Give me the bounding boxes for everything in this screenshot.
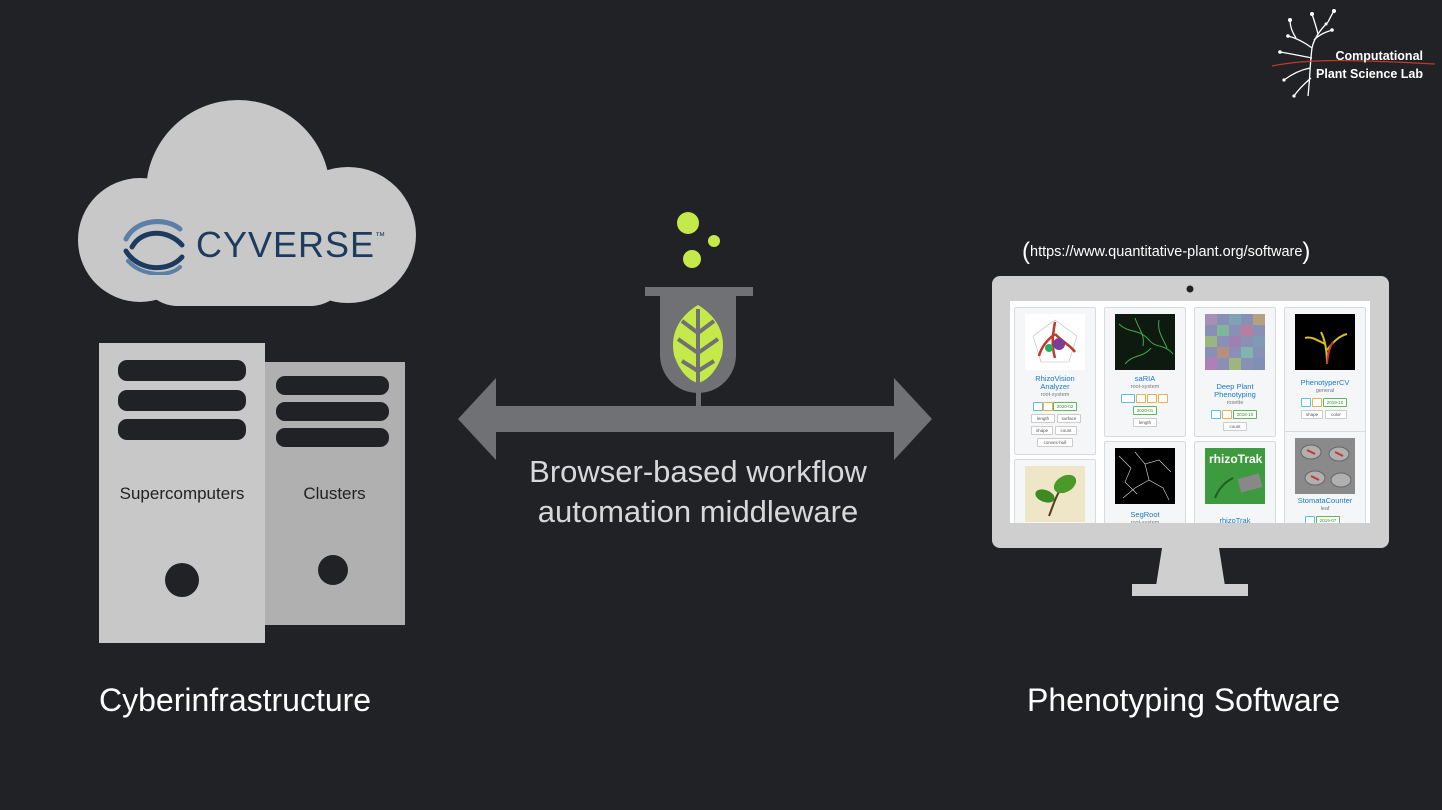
language-chip [1121,394,1135,403]
flask-leaf-icon [645,212,753,410]
double-arrow-icon [458,378,932,460]
power-button-icon [318,555,348,585]
software-card[interactable]: PhenotyperCV general 2019-10 shape color [1284,307,1366,437]
drive-slot [276,376,389,395]
software-card[interactable]: rhizoTrak rhizoTrak [1194,441,1276,523]
rhizotrak-thumbnail [1205,448,1265,504]
software-url-link[interactable]: https://www.quantitative-plant.org/softw… [1030,244,1303,260]
card-category: root-system [1040,392,1070,398]
card-title: saRIA [1134,374,1156,383]
saria-thumbnail [1115,314,1175,370]
drive-slot [118,360,246,381]
supercomputer-server: Supercomputers [99,343,265,643]
card-title: PhenotyperCV [1300,378,1350,387]
software-card[interactable] [1014,459,1096,523]
date-chip: 2019-07 [1316,516,1340,523]
license-chip [1147,394,1157,403]
middleware-line1: Browser-based workflow [529,454,867,489]
clusters-label: Clusters [303,484,366,503]
stomatacounter-thumbnail [1295,438,1355,494]
lab-logo: Computational Plant Science Lab [1270,8,1435,100]
middleware-caption: Browser-based workflow automation middle… [488,452,908,532]
plant-tree-icon [1271,9,1435,98]
license-chip [1136,394,1146,403]
date-chip: 2019-10 [1323,398,1347,407]
tag-chip: shape [1031,426,1053,435]
leaf-thumbnail [1025,466,1085,522]
logo-line1: Computational [1335,49,1424,63]
logo-line2: Plant Science Lab [1316,67,1423,81]
tag-chip: count [1223,422,1247,431]
language-chip [1305,516,1315,523]
tag-chip: count [1055,426,1077,435]
tag-chip: surface [1057,414,1081,423]
double-arrow [458,378,932,460]
tag-chip: convex-hull [1037,438,1073,447]
date-chip: 2020-01 [1133,406,1157,415]
trademark-mark: ™ [375,231,387,242]
date-chip: 2018-10 [1233,410,1257,419]
cluster-server: Clusters [264,362,405,625]
rhizovision-thumbnail [1025,314,1085,370]
license-chip [1222,410,1232,419]
card-title-2: Analyzer [1040,382,1070,391]
date-chip: 2020-02 [1053,402,1077,411]
cyverse-cloud: CYVERSE™ [78,100,416,306]
card-title: RhizoVision [1035,374,1075,383]
deep-plant-thumbnail [1205,314,1265,370]
card-title-2: Phenotyping [1214,390,1256,399]
cyberinfrastructure-caption: Cyberinfrastructure [99,682,372,718]
cyverse-wordmark: CYVERSE [196,224,376,265]
tag-chip: length [1031,414,1055,423]
software-url: (https://www.quantitative-plant.org/soft… [1022,238,1311,265]
tag-chip: color [1325,410,1347,419]
flask [640,205,760,410]
software-grid-screen: RhizoVision Analyzer root-system 2020-02… [1010,301,1370,523]
cloud-icon [78,100,416,306]
card-title: rhizoTrak [1219,516,1251,523]
language-chip [1033,402,1043,411]
language-chip [1211,410,1221,419]
software-card[interactable]: StomataCounter leaf 2019-07 [1284,431,1366,523]
phenotypercv-thumbnail [1295,314,1355,370]
software-card[interactable]: Deep Plant Phenotyping rosette 2018-10 c… [1194,307,1276,437]
language-chip [1301,398,1311,407]
license-chip [1312,398,1322,407]
license-chip [1158,394,1168,403]
cyverse-swirl-icon [123,219,185,275]
segroot-thumbnail [1115,448,1175,504]
supercomputers-label: Supercomputers [119,484,245,503]
cyverse-brand-text: CYVERSE™ [196,224,386,266]
card-category: general [1315,388,1335,394]
card-category: root-system [1130,520,1160,523]
card-title: Deep Plant [1216,382,1254,391]
software-card[interactable]: SegRoot root-system [1104,441,1186,523]
card-title: SegRoot [1130,510,1160,519]
card-category: leaf [1320,506,1330,512]
software-card[interactable]: RhizoVision Analyzer root-system 2020-02… [1014,307,1096,455]
power-button-icon [165,563,199,597]
drive-slot [276,402,389,421]
card-category: rosette [1226,400,1244,406]
tag-chip: shape [1301,410,1323,419]
drive-slot [276,428,389,447]
tag-chip: length [1133,418,1157,427]
card-category: root-system [1130,384,1160,390]
drive-slot [118,419,246,440]
rhizotrak-logo-text: rhizoTrak [1209,452,1263,466]
license-chip [1043,402,1053,411]
card-title: StomataCounter [1297,496,1353,505]
phenotyping-software-caption: Phenotyping Software [1027,682,1341,718]
software-card[interactable]: saRIA root-system 2020-01 length [1104,307,1186,437]
middleware-line2: automation middleware [537,494,859,529]
drive-slot [118,390,246,411]
